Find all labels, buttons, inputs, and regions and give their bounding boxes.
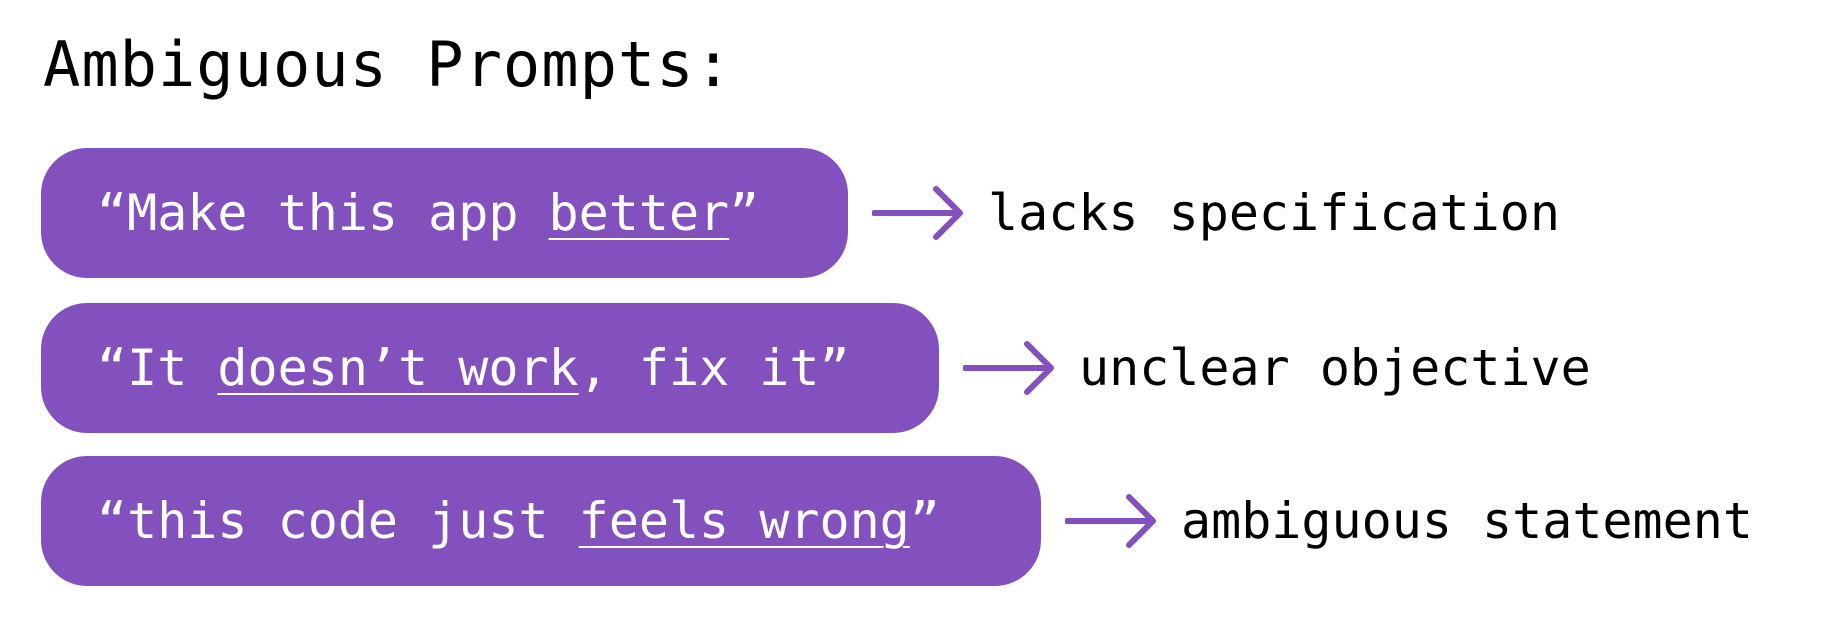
prompt-row: “Make this app better” lacks specificati…	[41, 148, 1560, 278]
prompt-text: “Make this app	[97, 184, 549, 242]
prompt-row: “It doesn’t work, fix it” unclear object…	[41, 303, 1591, 433]
prompt-emphasis: feels wrong	[578, 492, 910, 550]
prompt-text: “this code just	[97, 492, 579, 550]
arrow-right-icon	[872, 186, 963, 240]
arrow-right-icon	[963, 341, 1054, 395]
arrow-right-icon	[1065, 494, 1156, 548]
prompt-text-end: ”	[909, 492, 940, 550]
prompt-pill: “this code just feels wrong”	[41, 456, 1041, 586]
prompt-text-end: ”	[729, 184, 760, 242]
diagram-title: Ambiguous Prompts:	[43, 28, 733, 101]
issue-label: ambiguous statement	[1181, 492, 1753, 550]
prompt-row: “this code just feels wrong” ambiguous s…	[41, 456, 1753, 586]
prompt-emphasis: doesn’t work	[217, 339, 579, 397]
issue-label: unclear objective	[1079, 339, 1591, 397]
issue-label: lacks specification	[988, 184, 1560, 242]
prompt-text: “It	[97, 339, 218, 397]
prompt-pill: “Make this app better”	[41, 148, 848, 278]
prompt-emphasis: better	[548, 184, 730, 242]
prompt-text-end: , fix it”	[578, 339, 850, 397]
prompt-pill: “It doesn’t work, fix it”	[41, 303, 939, 433]
